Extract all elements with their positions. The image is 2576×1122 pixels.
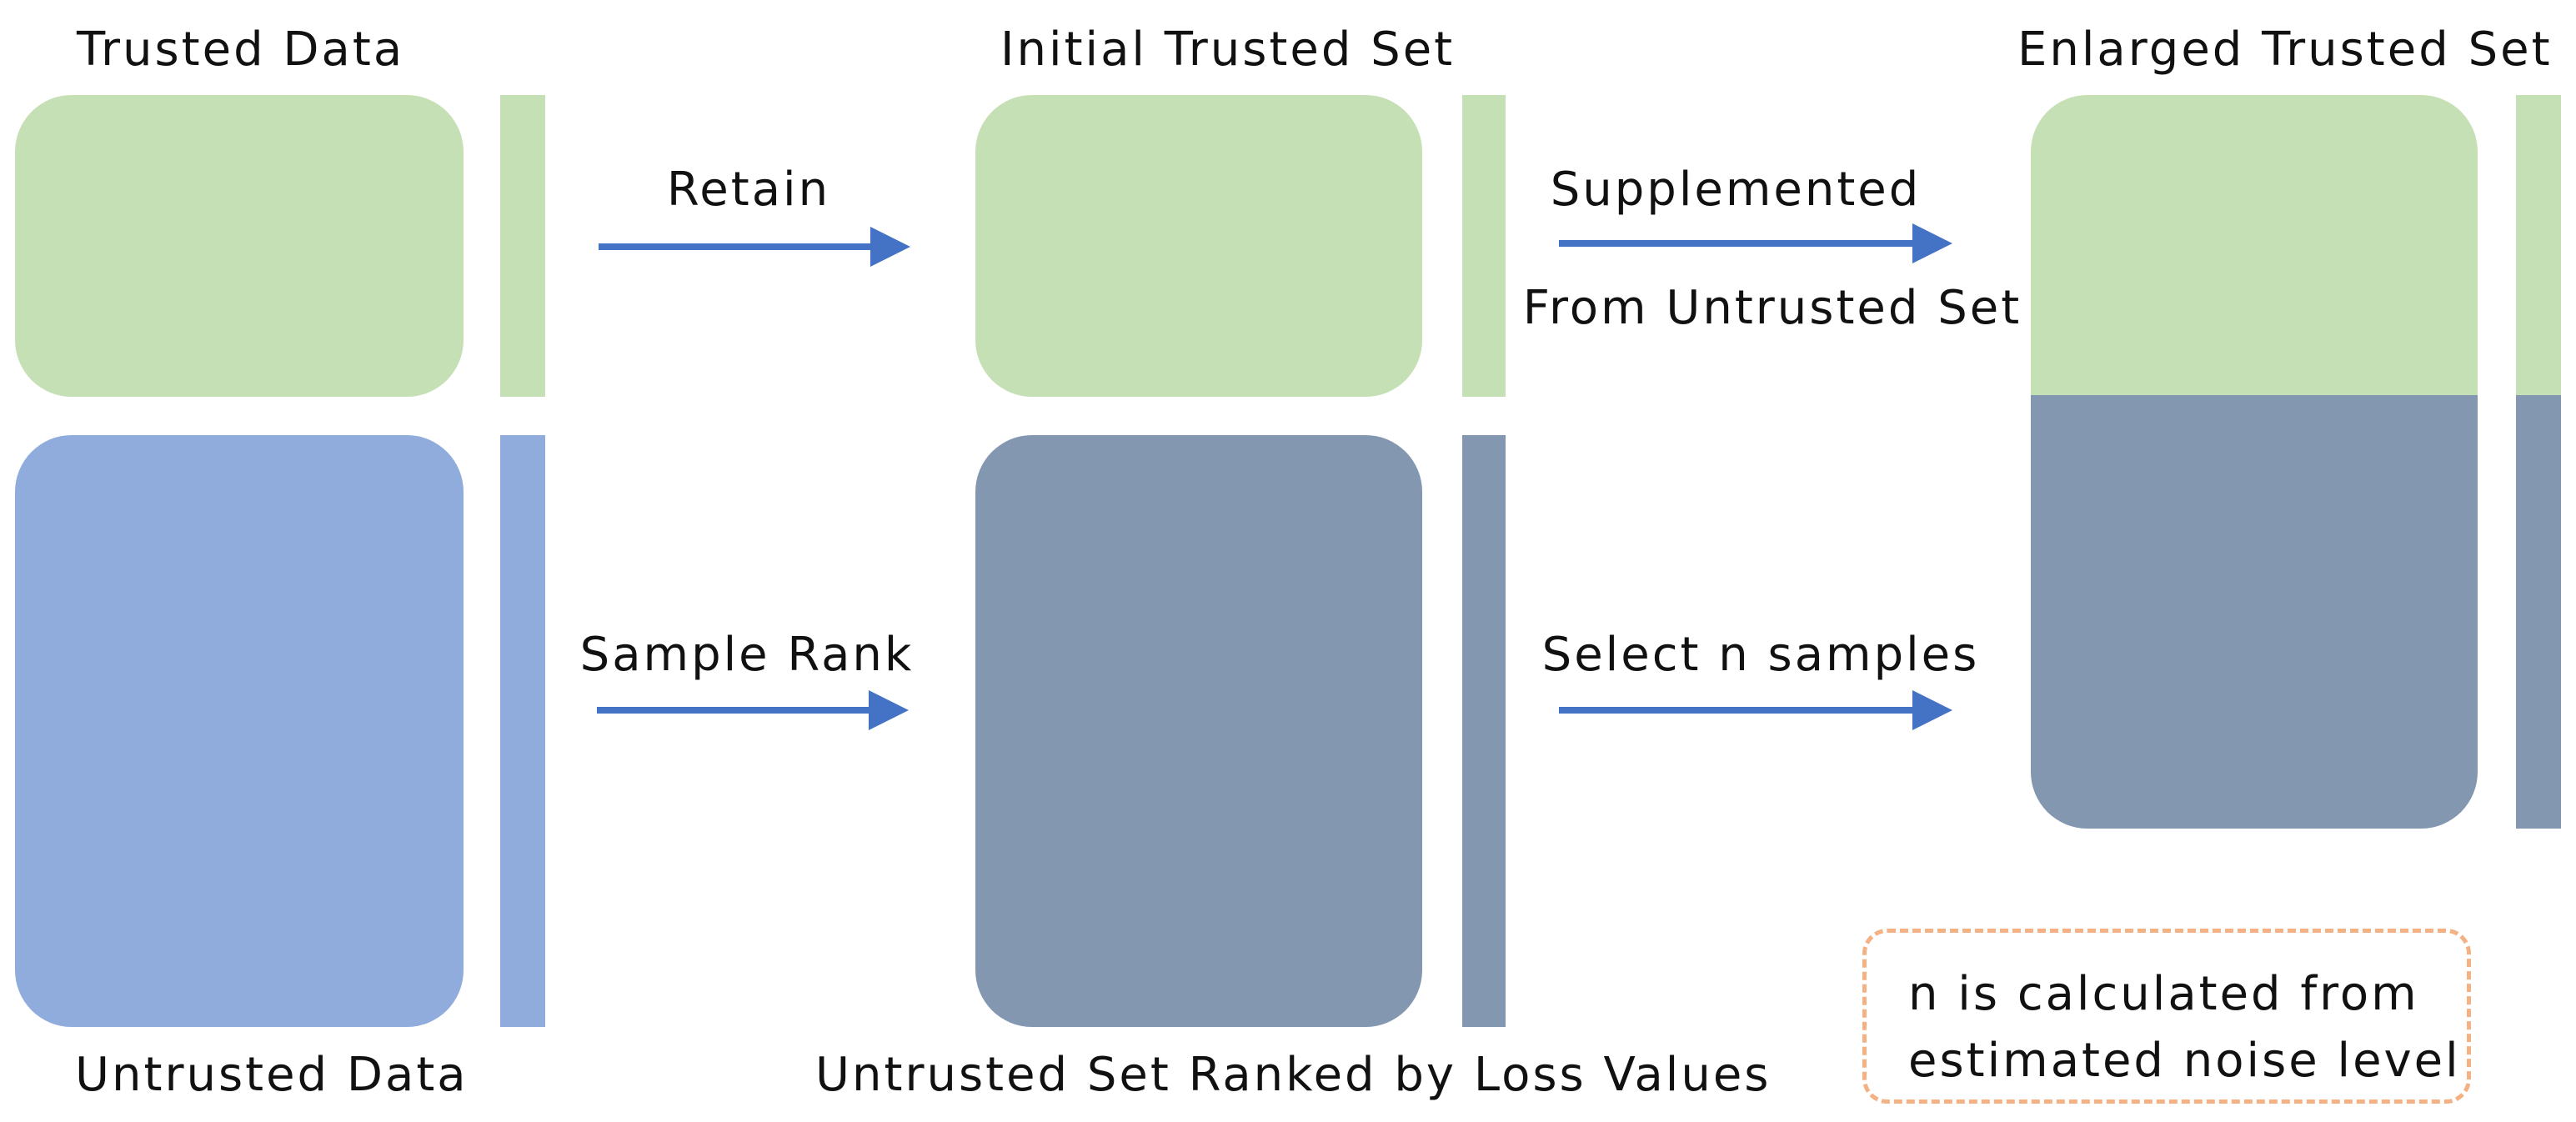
trusted-data-title: Trusted Data [77,23,405,77]
enlarged-selected-bar [2516,395,2561,829]
from-untrusted-label: From Untrusted Set [1522,281,2022,335]
noise-level-note: n is calculated from estimated noise lev… [1862,929,2471,1104]
note-line-1: n is calculated from [1908,967,2419,1021]
untrusted-data-bar [500,435,545,1027]
initial-trusted-set-block [975,95,1422,397]
enlarged-selected-portion [2031,395,2478,829]
trusted-data-bar [500,95,545,397]
retain-label: Retain [666,163,831,217]
initial-trusted-set-title: Initial Trusted Set [1000,23,1456,77]
initial-trusted-set-bar [1462,95,1506,397]
supplemented-label: Supplemented [1550,163,1922,217]
enlarged-trusted-set-block [2031,95,2478,829]
enlarged-trusted-set-title: Enlarged Trusted Set [2017,23,2553,77]
trusted-data-block [15,95,464,397]
select-n-label: Select n samples [1541,628,1980,682]
enlarged-trusted-portion [2031,95,2478,395]
ranked-untrusted-set-block [975,435,1422,1027]
untrusted-ranked-title: Untrusted Set Ranked by Loss Values [815,1048,1772,1102]
ranked-untrusted-set-bar [1462,435,1506,1027]
note-line-2: estimated noise level [1908,1034,2461,1088]
enlarged-trusted-bar [2516,95,2561,395]
untrusted-data-title: Untrusted Data [75,1048,469,1102]
untrusted-data-block [15,435,464,1027]
sample-rank-label: Sample Rank [579,628,915,682]
